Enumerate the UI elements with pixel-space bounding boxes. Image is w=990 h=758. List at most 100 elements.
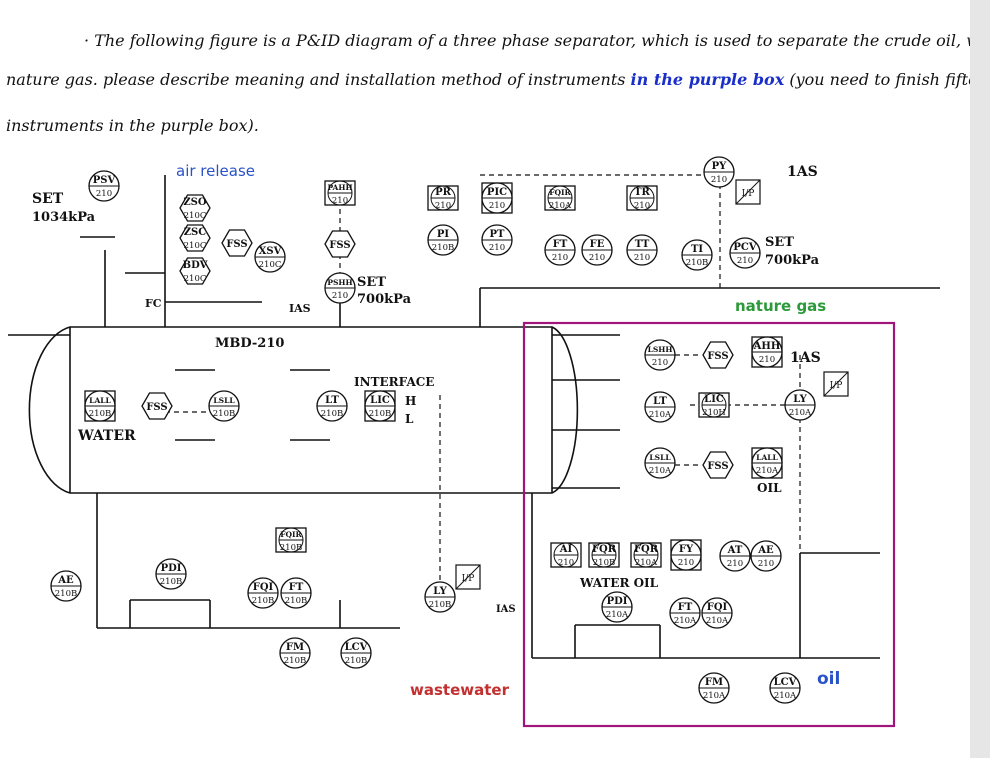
instrument-number: 210B bbox=[369, 409, 391, 419]
instrument-number: 210B bbox=[686, 258, 708, 268]
instrument-ft-top: FT 210 bbox=[544, 234, 576, 266]
instrument-number: 210 bbox=[727, 559, 743, 569]
ip-label: I/P bbox=[742, 189, 755, 199]
instrument-number: 210A bbox=[649, 466, 672, 476]
instrument-number: 210 bbox=[759, 355, 775, 365]
label-ias-fc: IAS bbox=[289, 302, 311, 315]
instrument-number: 210C bbox=[184, 241, 207, 251]
instrument-tag: LT bbox=[653, 396, 667, 407]
instrument-number: 210B bbox=[55, 589, 77, 599]
instrument-tag: FSS bbox=[146, 402, 167, 413]
label-ias-top: 1AS bbox=[787, 164, 818, 180]
instrument-number: 210 bbox=[435, 201, 451, 211]
label-wastewater: wastewater bbox=[410, 681, 510, 699]
instrument-fss-l: FSS bbox=[141, 392, 173, 420]
instrument-number: 210A bbox=[549, 201, 572, 211]
label-ias-bottom: IAS bbox=[496, 604, 516, 615]
instrument-tag: FSS bbox=[707, 351, 728, 362]
label-l: L bbox=[405, 412, 414, 426]
ip-label: I/P bbox=[462, 574, 475, 584]
instrument-number: 210 bbox=[96, 189, 112, 199]
instrument-tag: FQIR bbox=[549, 188, 571, 197]
instrument-tag: FT bbox=[553, 239, 568, 250]
instrument-tag: FSS bbox=[329, 240, 350, 251]
label-h: H bbox=[405, 394, 416, 408]
instrument-number: 210A bbox=[789, 408, 812, 418]
ip-converter-3: I/P bbox=[455, 564, 481, 590]
vertical-scrollbar[interactable] bbox=[970, 0, 990, 758]
instrument-number: 210A bbox=[706, 616, 729, 626]
instrument-tag: PI bbox=[437, 229, 450, 240]
question-line-1: · The following figure is a P&ID diagram… bbox=[84, 31, 990, 50]
instrument-tag: PSHH bbox=[327, 278, 352, 287]
instrument-tag: LY bbox=[433, 586, 447, 597]
label-nature-gas: nature gas bbox=[735, 297, 826, 315]
instrument-number: 210B bbox=[160, 577, 182, 587]
instrument-number: 210 bbox=[758, 559, 774, 569]
question-line-2: nature gas. please describe meaning and … bbox=[6, 70, 990, 89]
instrument-tag: FM bbox=[286, 642, 304, 653]
instrument-fm-a: FM 210A bbox=[698, 672, 730, 704]
instrument-number: 210 bbox=[552, 253, 568, 263]
label-water-oil: WATER OIL bbox=[579, 576, 659, 590]
instrument-number: 210B bbox=[432, 243, 454, 253]
instrument-number: 210 bbox=[737, 256, 753, 266]
instrument-number: 210 bbox=[489, 201, 505, 211]
instrument-tag: ZSO bbox=[183, 197, 207, 208]
instrument-number: 210A bbox=[756, 466, 779, 476]
instrument-tag: PT bbox=[490, 229, 506, 240]
instrument-tag: FM bbox=[705, 677, 723, 688]
instrument-tag: PIC bbox=[487, 187, 507, 198]
instrument-number: 210C bbox=[184, 211, 207, 221]
instrument-number: 210A bbox=[774, 691, 797, 701]
ip-label: I/P bbox=[830, 381, 843, 391]
instrument-tag: AHH bbox=[753, 341, 781, 352]
label-ias-purple: 1AS bbox=[790, 350, 821, 366]
instrument-number: 210 bbox=[711, 175, 727, 185]
label-set-pcv-val: 700kPa bbox=[765, 253, 820, 268]
instrument-tag: BDV bbox=[183, 260, 208, 271]
instrument-fss-p1: FSS bbox=[702, 341, 734, 369]
page: · The following figure is a P&ID diagram… bbox=[6, 31, 990, 728]
instrument-number: 210 bbox=[332, 196, 348, 206]
instrument-tag: FT bbox=[289, 582, 304, 593]
instrument-tag: FQIR bbox=[280, 530, 302, 539]
label-oil-label: OIL bbox=[757, 481, 782, 495]
bullet: · bbox=[84, 31, 90, 50]
instrument-tag: AT bbox=[727, 545, 743, 556]
instrument-number: 210B bbox=[89, 409, 111, 419]
instrument-number: 210C bbox=[184, 274, 207, 284]
instrument-number: 210B bbox=[321, 409, 343, 419]
instrument-number: 210A bbox=[703, 691, 726, 701]
label-set-left-1: SET bbox=[32, 191, 64, 207]
instrument-tag: AE bbox=[757, 545, 774, 556]
question-text-1: The following figure is a P&ID diagram o… bbox=[94, 31, 990, 50]
instrument-tag: XSV bbox=[259, 246, 282, 257]
instrument-tag: TR bbox=[634, 187, 650, 198]
instrument-at: AT 210 bbox=[719, 540, 751, 572]
